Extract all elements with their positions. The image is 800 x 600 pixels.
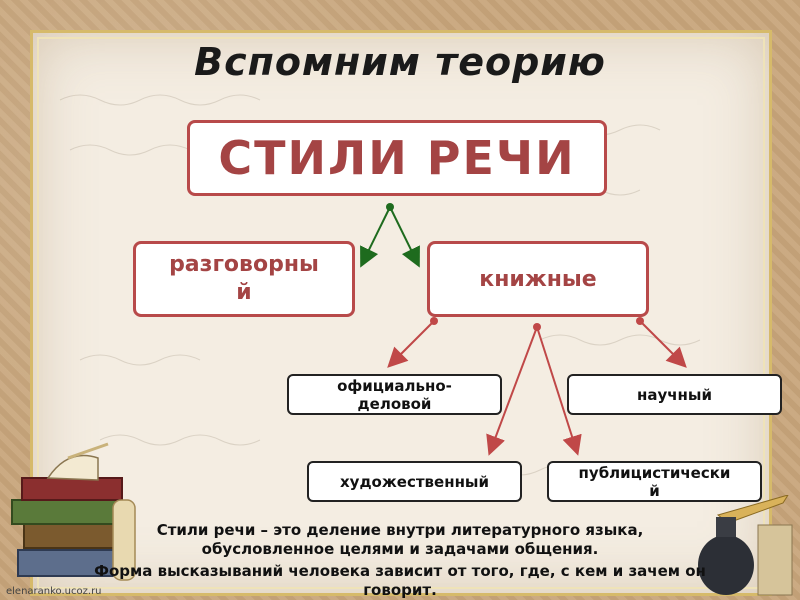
arrow-to-knizhnye bbox=[389, 206, 420, 268]
node-stili-rechi: СТИЛИ РЕЧИ bbox=[187, 120, 607, 196]
arrow-to-nauchny bbox=[636, 317, 687, 368]
books-illustration bbox=[11, 442, 136, 581]
arrow-to-publ bbox=[536, 326, 582, 456]
node-knizhnye: книжные bbox=[427, 241, 649, 317]
arrow-to-oficialno bbox=[387, 317, 438, 368]
arrow-to-razgovorny bbox=[360, 203, 394, 268]
node-oficialno-delovoy: официально- деловой bbox=[287, 374, 502, 415]
node-razgovorny: разговорны й bbox=[133, 241, 355, 317]
definition-text: Стили речи – это деление внутри литерату… bbox=[156, 521, 644, 558]
inkwell-illustration bbox=[698, 495, 793, 596]
source-credit: elenaranko.ucoz.ru bbox=[6, 586, 102, 597]
definition-note: Форма высказываний человека зависит от т… bbox=[94, 562, 706, 599]
node-publicistichesky: публицистически й bbox=[547, 461, 762, 502]
node-nauchny: научный bbox=[567, 374, 782, 415]
node-hudozhestvenny: художественный bbox=[307, 461, 522, 502]
page-title: Вспомним теорию bbox=[194, 40, 606, 84]
